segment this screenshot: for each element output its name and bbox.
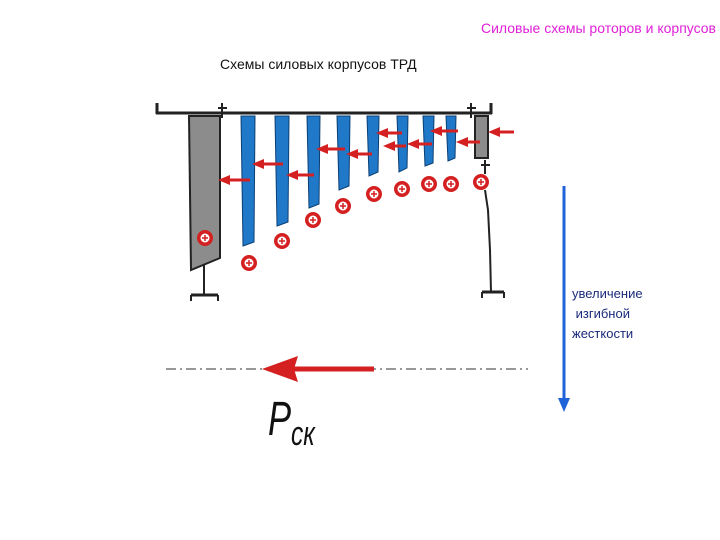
plus-circle-icon xyxy=(197,230,213,246)
plus-circle-icon xyxy=(241,255,257,271)
stiffness-label-line-1: увеличение xyxy=(572,286,643,301)
vane-2 xyxy=(274,115,290,227)
plus-circle-icon xyxy=(335,198,351,214)
stiffness-label-line-2: изгибной xyxy=(572,306,630,321)
red-arrow-icon xyxy=(376,128,402,138)
diagram-title: Схемы силовых корпусов ТРД xyxy=(220,56,417,72)
plus-circle-icon xyxy=(473,174,489,190)
plus-circle-icon xyxy=(443,176,459,192)
plus-markers xyxy=(197,174,489,271)
plus-circle-icon xyxy=(305,212,321,228)
red-arrow-icon xyxy=(218,175,250,185)
slide-title: Силовые схемы роторов и корпусов xyxy=(481,20,716,36)
stiffness-increase-label: увеличение изгибной жесткости xyxy=(572,284,643,344)
vane-8 xyxy=(445,115,457,162)
red-arrow-icon xyxy=(488,127,514,137)
stator-vanes xyxy=(240,115,457,247)
red-arrow-icon xyxy=(407,139,432,149)
vane-5 xyxy=(366,115,380,177)
vane-7 xyxy=(422,115,435,167)
front-support-strut xyxy=(187,115,221,301)
red-arrow-icon xyxy=(346,149,372,159)
red-arrow-icon xyxy=(286,170,314,180)
red-arrow-icon xyxy=(252,159,283,169)
vane-3 xyxy=(306,115,321,209)
plus-circle-icon xyxy=(366,186,382,202)
plus-circle-icon xyxy=(421,176,437,192)
plus-circle-icon xyxy=(274,233,290,249)
red-arrow-icon xyxy=(430,126,458,136)
stiffness-label-line-3: жесткости xyxy=(572,326,634,341)
resultant-force-arrow xyxy=(262,356,374,382)
vane-6 xyxy=(396,115,409,173)
blue-arrow-icon xyxy=(558,186,570,412)
red-arrow-icon xyxy=(383,141,406,151)
rear-support-strut xyxy=(474,115,505,298)
red-arrow-icon xyxy=(456,137,480,147)
casing-top-line xyxy=(155,103,493,118)
force-label-subscript: ск xyxy=(291,415,315,453)
red-arrow-icon xyxy=(316,144,345,154)
force-label-main: P xyxy=(268,393,292,446)
axial-force-arrows xyxy=(218,126,514,185)
vane-4 xyxy=(336,115,351,191)
plus-circle-icon xyxy=(394,181,410,197)
force-label: Pск xyxy=(268,392,315,453)
